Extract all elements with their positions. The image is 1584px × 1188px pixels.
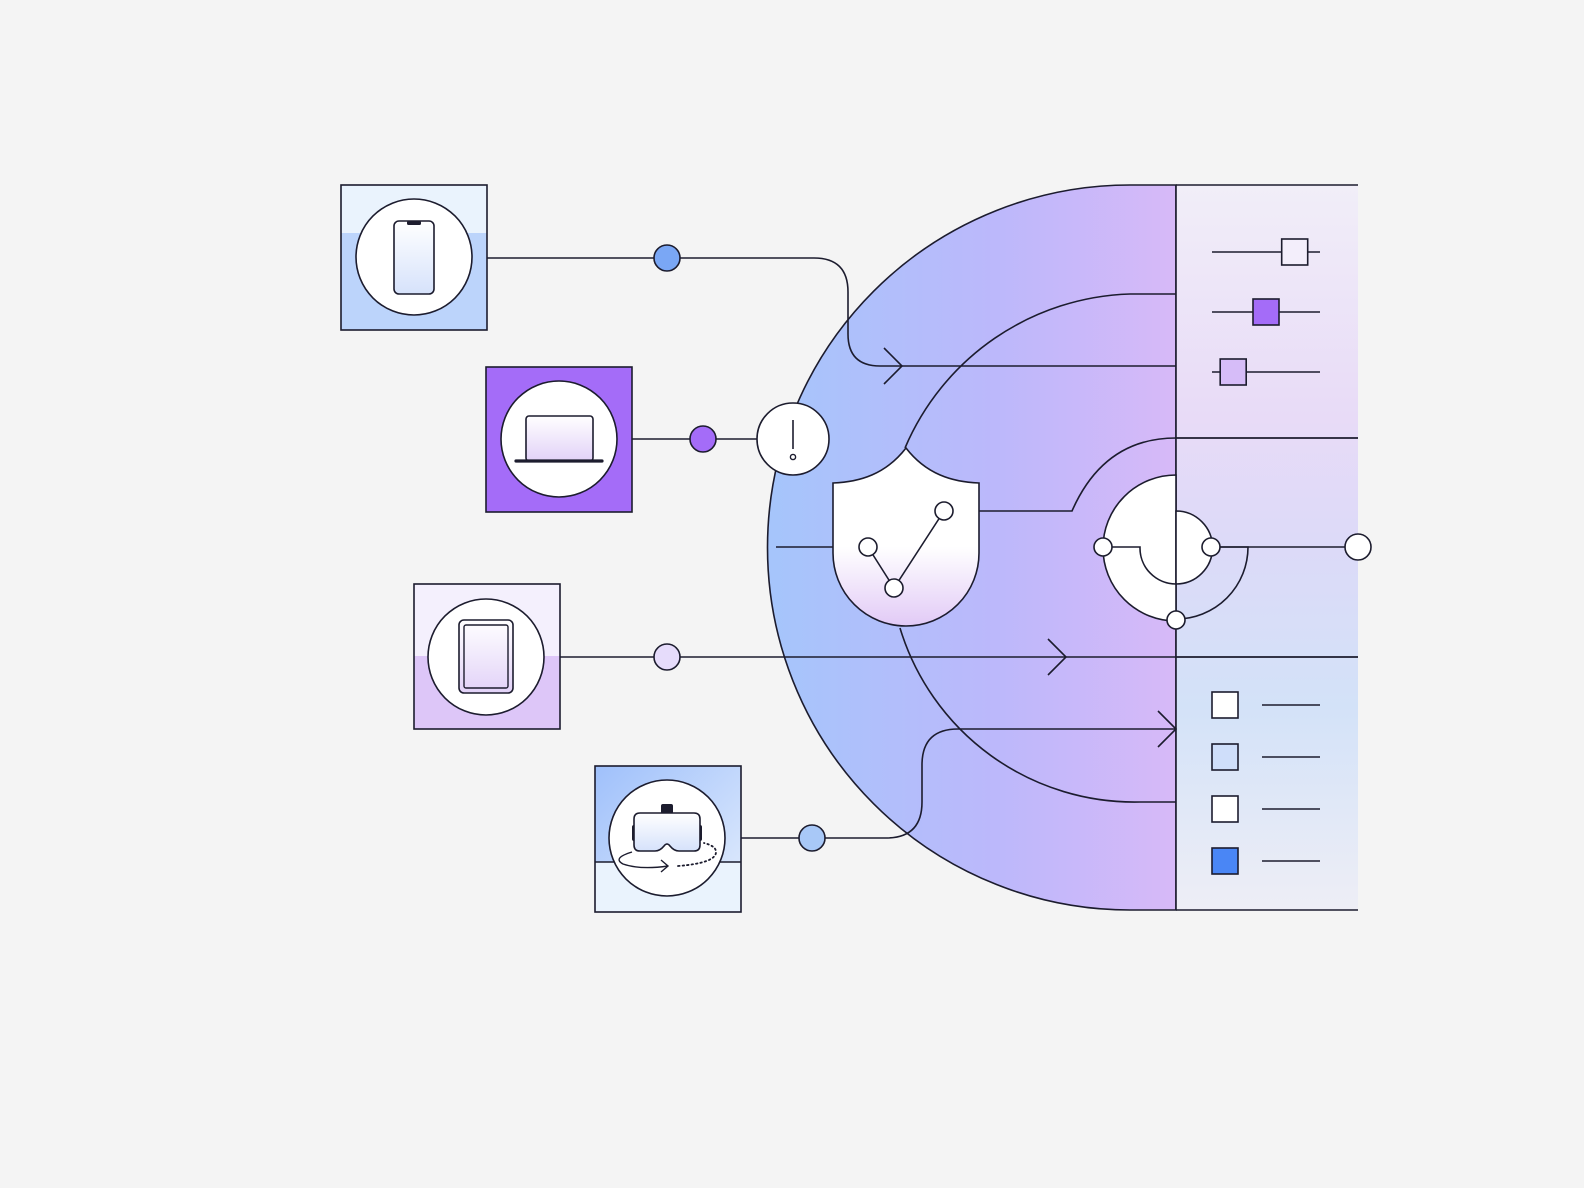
- vr-headset-icon: [618, 804, 717, 873]
- checkbox-row-1[interactable]: [1211, 691, 1320, 719]
- checkbox[interactable]: [1211, 691, 1239, 719]
- checkbox-row-3[interactable]: [1211, 795, 1320, 823]
- phone-icon: [393, 220, 435, 295]
- hub-icon: [1093, 474, 1358, 630]
- phone-connector-dot: [653, 244, 681, 272]
- phone-device-tile: [340, 184, 488, 331]
- tablet-icon: [458, 619, 514, 694]
- laptop-icon: [514, 415, 604, 463]
- shield-to-hub-line: [944, 437, 1358, 512]
- vr-headset-device-tile: [594, 765, 742, 913]
- slider-2[interactable]: [1212, 298, 1320, 326]
- shield-icon: [832, 446, 980, 627]
- laptop-connector-dot: [689, 425, 717, 453]
- tablet-arrow: [1047, 638, 1068, 676]
- shield-arc: [904, 293, 1176, 449]
- vr-connector-dot: [798, 824, 826, 852]
- checkbox-row-4[interactable]: [1211, 847, 1320, 875]
- lower-arc: [899, 627, 1176, 803]
- vr-connector: [741, 728, 1176, 839]
- checkbox[interactable]: [1211, 795, 1239, 823]
- slider-handle[interactable]: [1280, 238, 1309, 266]
- tablet-device-tile: [413, 583, 561, 730]
- checkbox-row-2[interactable]: [1211, 743, 1320, 771]
- slider-handle[interactable]: [1252, 298, 1280, 326]
- slider-group: [1212, 238, 1320, 386]
- phone-arrow: [883, 347, 904, 385]
- checkbox-group: [1211, 691, 1320, 875]
- alert-icon: [756, 402, 830, 476]
- output-terminal: [1344, 533, 1372, 561]
- phone-connector: [487, 257, 1176, 367]
- slider-1[interactable]: [1212, 238, 1320, 266]
- vr-arrow: [1157, 710, 1178, 748]
- slider-handle[interactable]: [1219, 358, 1247, 386]
- checkbox[interactable]: [1211, 743, 1239, 771]
- slider-3[interactable]: [1212, 358, 1320, 386]
- laptop-device-tile: [485, 366, 633, 513]
- checkbox[interactable]: [1211, 847, 1239, 875]
- tablet-connector-dot: [653, 643, 681, 671]
